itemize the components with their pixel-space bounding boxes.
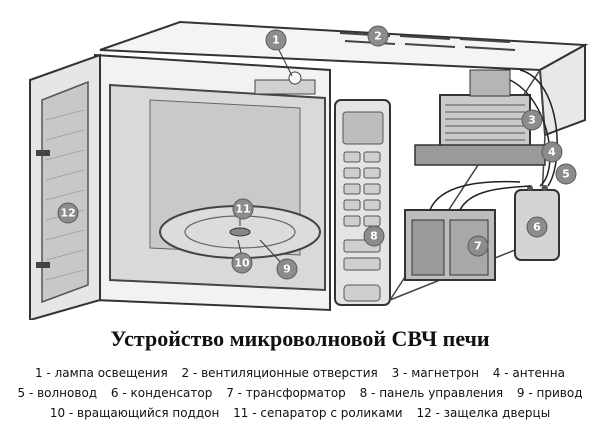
badge-7: 7 — [467, 235, 489, 257]
legend-item: 1 - лампа освещения — [35, 366, 168, 380]
badge-2: 2 — [367, 25, 389, 47]
legend-item: 6 - конденсатор — [110, 386, 213, 400]
badge-11-text: 11 — [235, 203, 250, 216]
legend-item: 2 - вентиляционные отверстия — [181, 366, 378, 380]
badge-6: 6 — [526, 216, 548, 238]
legend-item: 5 - волновод — [17, 386, 98, 400]
badge-8-text: 8 — [370, 230, 378, 243]
badge-8: 8 — [363, 225, 385, 247]
legend-item: 10 - вращающийся поддон — [49, 406, 220, 420]
legend-item: 12 - защелка дверцы — [416, 406, 551, 420]
badge-2-text: 2 — [374, 30, 382, 43]
badge-11: 11 — [232, 198, 254, 220]
badge-10: 10 — [231, 252, 253, 274]
legend-item: 8 - панель управления — [359, 386, 504, 400]
badge-1: 1 — [265, 29, 287, 51]
legend-item: 7 - трансформатор — [226, 386, 346, 400]
badge-1-text: 1 — [272, 34, 280, 47]
legend-row-1: 1 - лампа освещения 2 - вентиляционные о… — [0, 366, 600, 380]
badge-9-text: 9 — [283, 263, 291, 276]
legend-item: 9 - привод — [516, 386, 583, 400]
badge-12: 12 — [57, 202, 79, 224]
legend-row-3: 10 - вращающийся поддон 11 - сепаратор с… — [0, 406, 600, 420]
door-latch-top — [36, 150, 50, 156]
waveguide — [414, 144, 546, 166]
badge-7-text: 7 — [474, 240, 482, 253]
badge-5-text: 5 — [562, 168, 570, 181]
magnetron — [439, 69, 531, 151]
oven-body — [29, 20, 589, 320]
badge-9: 9 — [276, 258, 298, 280]
microwave-diagram: 1 2 3 4 5 6 7 8 9 10 11 12 — [29, 20, 589, 320]
legend-item: 3 - магнетрон — [391, 366, 479, 380]
badge-3: 3 — [521, 109, 543, 131]
badge-4-text: 4 — [548, 146, 556, 159]
legend-item: 4 - антенна — [492, 366, 565, 380]
legend-row-2: 5 - волновод 6 - конденсатор 7 - трансфо… — [0, 386, 600, 400]
badge-6-text: 6 — [533, 221, 541, 234]
badge-3-text: 3 — [528, 114, 536, 127]
badge-10-text: 10 — [234, 257, 250, 270]
badge-12-text: 12 — [60, 207, 75, 220]
badge-4: 4 — [541, 141, 563, 163]
diagram-title: Устройство микроволновой СВЧ печи — [110, 326, 490, 351]
keypad — [343, 151, 381, 302]
legend-item: 11 - сепаратор с роликами — [233, 406, 403, 420]
wires — [429, 69, 558, 211]
door-latch-bottom — [36, 262, 50, 268]
badge-5: 5 — [555, 163, 577, 185]
